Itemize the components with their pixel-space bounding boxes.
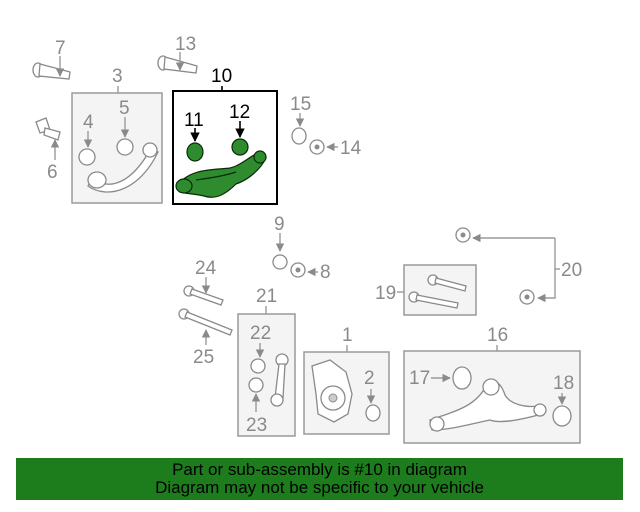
part-11-bushing xyxy=(186,142,204,162)
callout-11: 11 xyxy=(184,110,204,131)
part-18-bushing xyxy=(552,405,572,427)
part-3-arm xyxy=(87,142,159,193)
part-15-washer xyxy=(291,127,307,145)
callout-15: 15 xyxy=(290,94,311,115)
callout-21: 21 xyxy=(256,286,277,307)
callout-8: 8 xyxy=(320,262,331,283)
part-22-bushing xyxy=(250,358,266,374)
part-9-washer xyxy=(272,254,288,270)
callout-20-arrow-lower xyxy=(537,238,556,303)
callout-20: 20 xyxy=(561,260,582,281)
part-20-nut-upper xyxy=(455,227,471,243)
callout-6: 6 xyxy=(47,162,58,183)
part-16-lower-arm xyxy=(429,378,547,432)
part-4-bushing xyxy=(78,148,96,166)
callout-1: 1 xyxy=(342,325,353,346)
part-5-bushing xyxy=(116,138,134,156)
callout-17: 17 xyxy=(409,368,430,389)
callout-2: 2 xyxy=(364,368,375,389)
banner-line-2: Diagram may not be specific to your vehi… xyxy=(155,478,484,497)
part-1-knuckle xyxy=(311,359,353,423)
part-23-bushing xyxy=(248,377,264,393)
callout-7: 7 xyxy=(55,38,66,59)
callout-9: 9 xyxy=(274,214,285,235)
callout-24: 24 xyxy=(195,258,217,279)
part-25-bolt xyxy=(178,308,233,336)
callout-22: 22 xyxy=(250,323,271,344)
part-8-nut xyxy=(290,262,306,278)
callout-3: 3 xyxy=(112,66,123,87)
part-19-bolts xyxy=(408,274,467,309)
part-7-bolt xyxy=(32,62,71,80)
callout-16: 16 xyxy=(487,325,508,346)
part-17-bushing xyxy=(452,366,472,390)
callout-19: 19 xyxy=(375,283,396,304)
banner-line-1: Part or sub-assembly is #10 in diagram xyxy=(172,460,467,479)
callout-14: 14 xyxy=(340,138,362,159)
callout-4: 4 xyxy=(83,112,94,133)
part-20-nut-lower xyxy=(519,289,535,305)
info-banner: Part or sub-assembly is #10 in diagram D… xyxy=(16,458,623,500)
callout-25: 25 xyxy=(193,347,214,368)
callout-5: 5 xyxy=(119,98,130,119)
callout-13: 13 xyxy=(175,34,196,55)
part-6-bolt xyxy=(35,117,61,141)
part-12-bushing xyxy=(231,138,249,156)
callout-23: 23 xyxy=(246,415,267,436)
assembly-21-box xyxy=(237,313,296,437)
part-13-bolt xyxy=(157,55,198,74)
part-24-bolt xyxy=(183,285,224,306)
part-10-control-arm xyxy=(175,150,267,198)
part-21-link xyxy=(270,353,289,407)
callout-18: 18 xyxy=(553,373,574,394)
part-14-nut xyxy=(309,139,325,155)
callout-10: 10 xyxy=(211,66,232,87)
part-2-bushing xyxy=(365,404,381,422)
callout-12: 12 xyxy=(229,102,250,123)
